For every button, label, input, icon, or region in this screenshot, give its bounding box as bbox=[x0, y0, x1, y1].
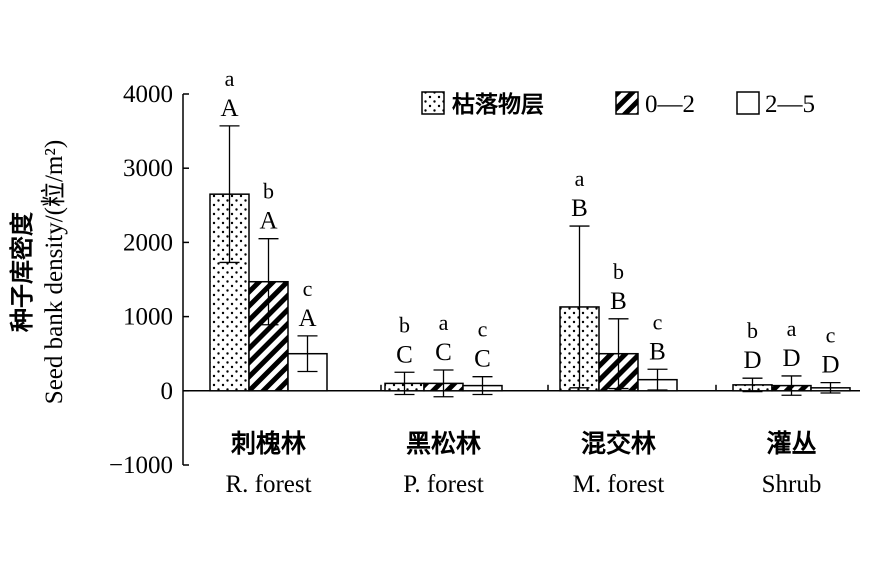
y-axis-title-en: Seed bank density/(粒/m²) bbox=[40, 140, 68, 404]
significance-lower-letter: c bbox=[826, 323, 836, 348]
category-label-cn: 刺槐林 bbox=[231, 429, 306, 458]
y-tick-label: 2000 bbox=[123, 229, 173, 256]
y-tick-label: 1000 bbox=[123, 304, 173, 331]
significance-upper-letter: C bbox=[435, 339, 452, 366]
significance-upper-letter: C bbox=[396, 341, 413, 368]
y-tick-label: −1000 bbox=[109, 452, 173, 479]
y-tick-label: 0 bbox=[161, 378, 174, 405]
significance-lower-letter: c bbox=[653, 309, 663, 334]
significance-lower-letter: a bbox=[575, 166, 585, 191]
legend-swatch bbox=[736, 91, 760, 115]
legend: 枯落物层 0—2 2—5 bbox=[421, 91, 815, 118]
legend-label: 0—2 bbox=[645, 91, 695, 118]
error-bars-layer bbox=[219, 125, 841, 398]
significance-upper-letter: B bbox=[571, 195, 588, 222]
significance-lower-letter: b bbox=[399, 312, 410, 337]
significance-lower-letter: c bbox=[303, 276, 313, 301]
legend-label: 枯落物层 bbox=[452, 91, 544, 118]
category-label-en: P. forest bbox=[403, 471, 484, 498]
category-label-cn: 灌丛 bbox=[766, 429, 816, 458]
significance-upper-letter: B bbox=[610, 288, 627, 315]
y-axis-title-cn: 种子库密度 bbox=[7, 211, 36, 332]
significance-upper-letter: A bbox=[298, 305, 316, 332]
significance-lower-letter: b bbox=[263, 179, 274, 204]
significance-lower-letter: a bbox=[225, 66, 235, 91]
category-label-en: M. forest bbox=[573, 471, 665, 498]
category-label-en: Shrub bbox=[762, 471, 822, 498]
significance-upper-letter: C bbox=[474, 346, 491, 373]
category-label-cn: 黑松林 bbox=[406, 429, 481, 458]
category-label-cn: 混交林 bbox=[581, 429, 656, 458]
legend-swatch bbox=[615, 91, 639, 115]
y-tick-label: 4000 bbox=[123, 81, 173, 108]
significance-lower-letter: a bbox=[787, 316, 797, 341]
y-tick-label: 3000 bbox=[123, 155, 173, 182]
category-labels-layer: 刺槐林 R. forest 黑松林 P. forest 混交林 M. forest 灌丛 Sh… bbox=[225, 429, 821, 498]
y-axis-ticks: 4000 3000 2000 1000 0 −1000 bbox=[109, 81, 717, 479]
significance-upper-letter: A bbox=[259, 208, 277, 235]
significance-upper-letter: A bbox=[220, 95, 238, 122]
legend-label: 2—5 bbox=[765, 91, 815, 118]
category-label-en: R. forest bbox=[225, 471, 311, 498]
significance-lower-letter: b bbox=[613, 259, 624, 284]
significance-upper-letter: D bbox=[743, 347, 761, 374]
significance-lower-letter: b bbox=[747, 318, 758, 343]
significance-upper-letter: B bbox=[649, 338, 666, 365]
legend-swatch bbox=[421, 91, 445, 115]
significance-lower-letter: a bbox=[439, 310, 449, 335]
significance-upper-letter: D bbox=[782, 345, 800, 372]
significance-lower-letter: c bbox=[478, 317, 488, 342]
significance-upper-letter: D bbox=[821, 352, 839, 379]
